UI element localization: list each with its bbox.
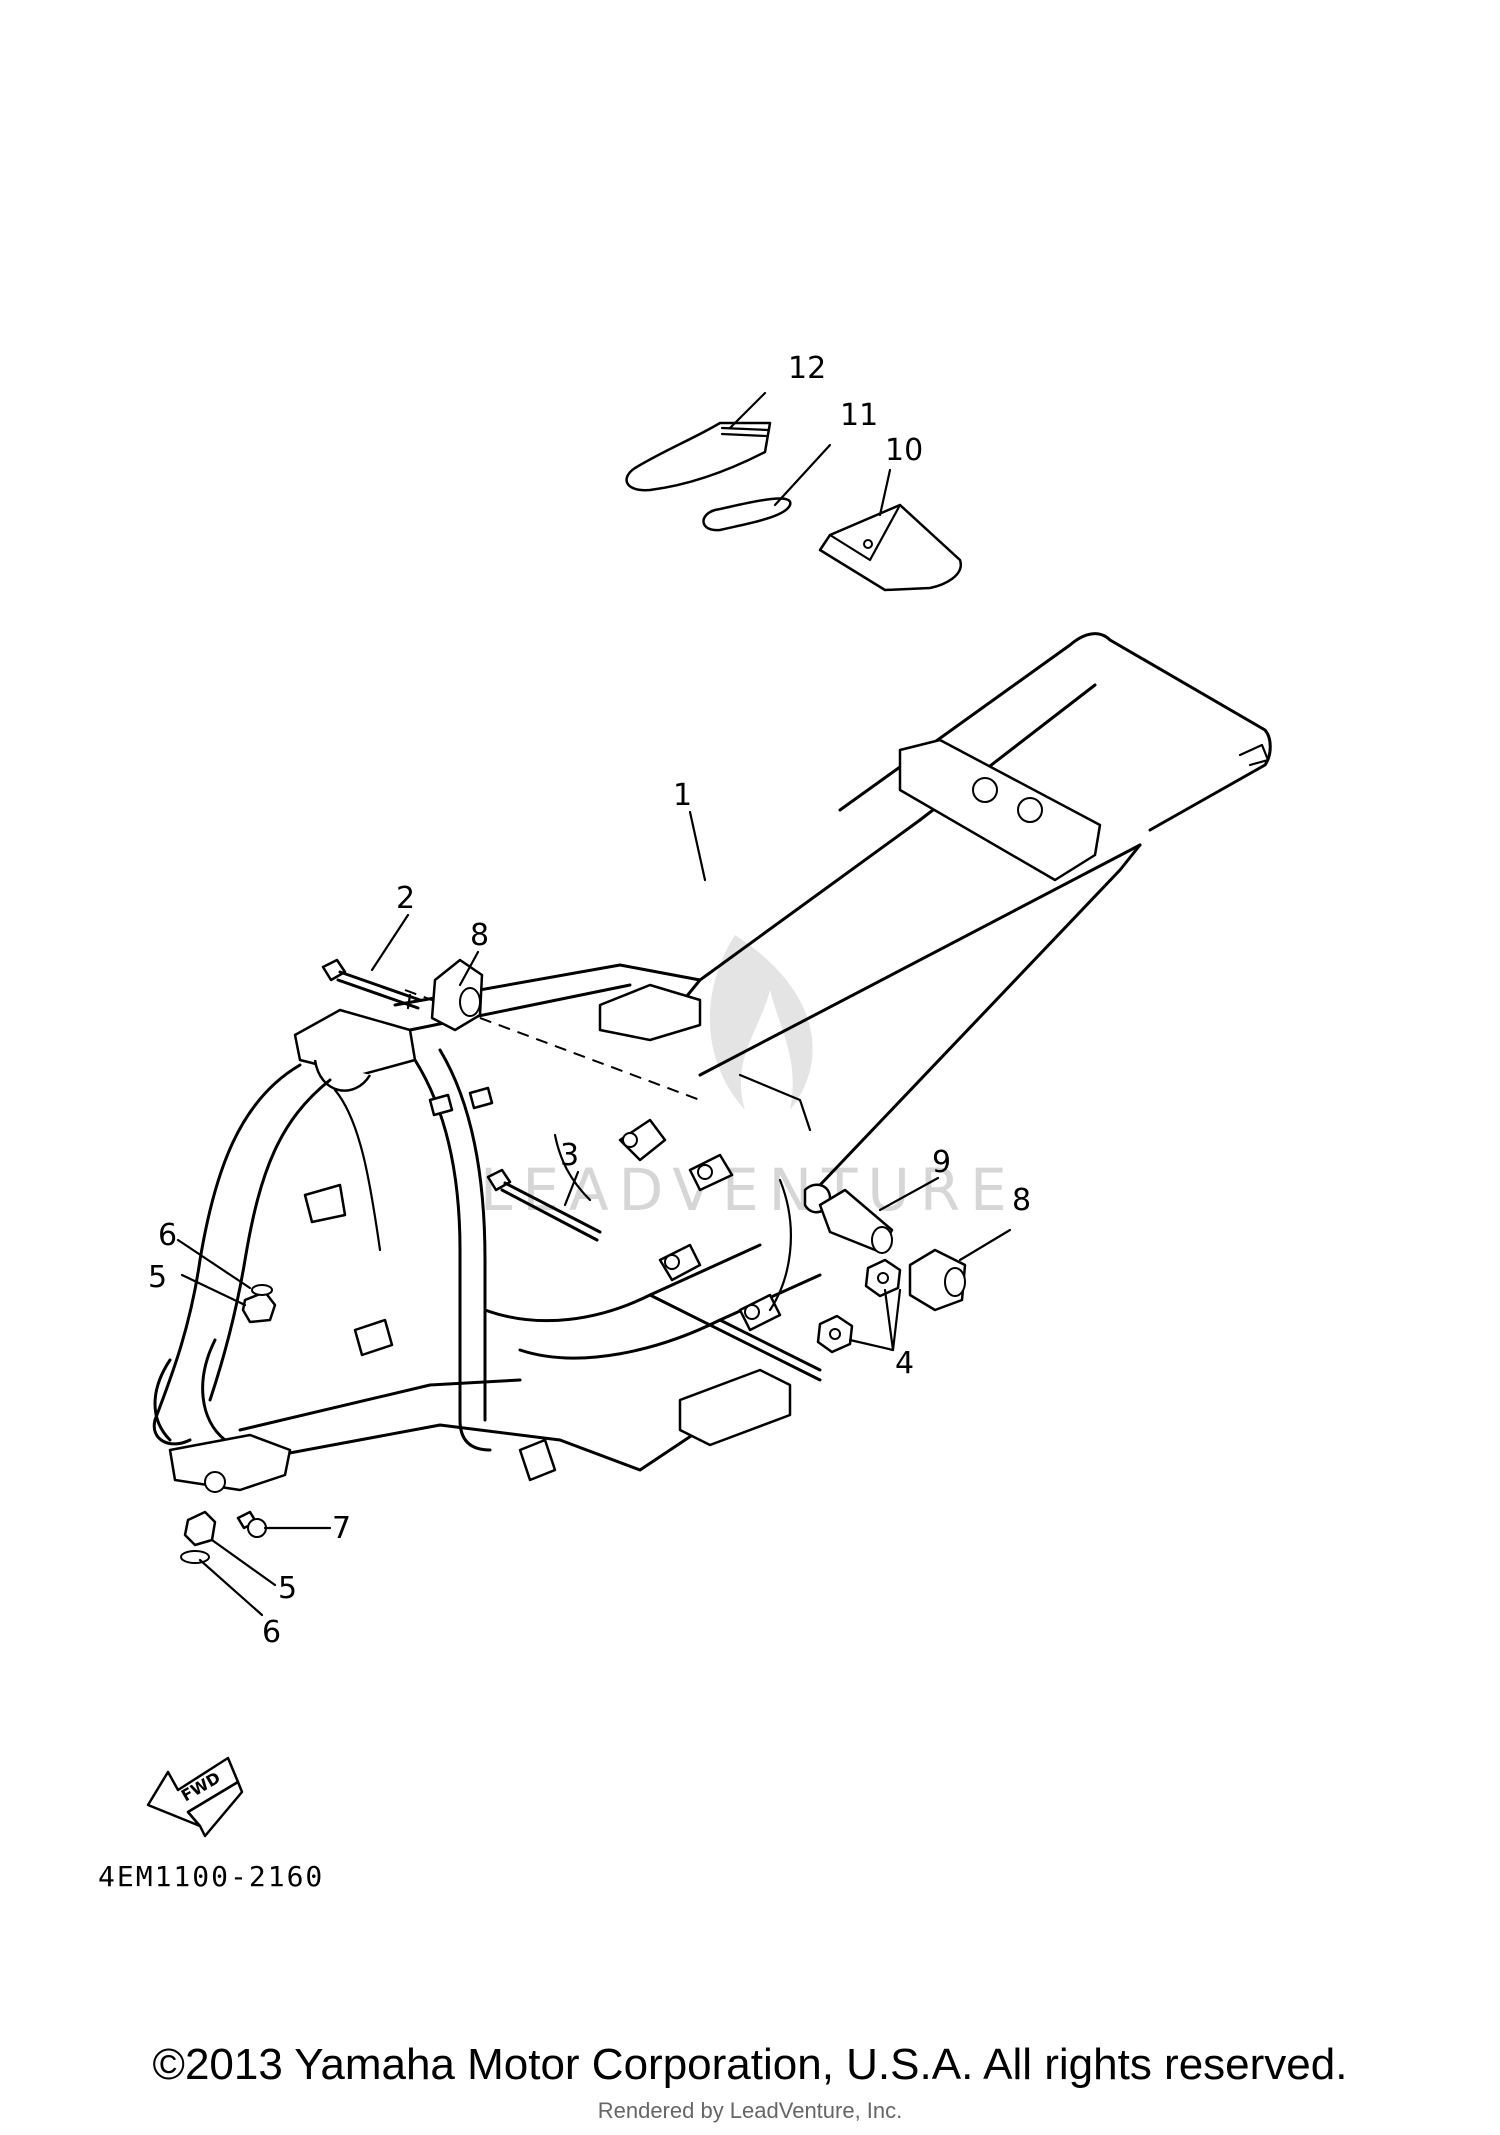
part-10-envelope: [818, 503, 962, 592]
callout-4: 4: [895, 1346, 914, 1381]
part-9-collar: [818, 1188, 894, 1254]
callout-5-lower: 5: [278, 1571, 297, 1606]
callout-6-lower: 6: [262, 1615, 281, 1650]
forward-direction-arrow: FWD: [146, 1756, 244, 1838]
callout-5-upper: 5: [148, 1260, 167, 1295]
part-11-strip: [702, 497, 792, 532]
part-6-washer-lower: [180, 1550, 210, 1564]
part-5-grommet-lower: [183, 1510, 217, 1547]
part-8-collar-upper: [430, 958, 484, 1032]
part-5-grommet-upper: [241, 1290, 277, 1324]
part-4-nut-upper: [864, 1258, 902, 1298]
callout-8-lower: 8: [1012, 1183, 1031, 1218]
part-1-frame: [152, 632, 1272, 1493]
callout-7: 7: [332, 1511, 351, 1546]
part-8-collar-lower: [908, 1248, 967, 1312]
part-3-bolt: [486, 1168, 602, 1242]
leader-lines: [176, 391, 1012, 1617]
copyright-text: ©2013 Yamaha Motor Corporation, U.S.A. A…: [152, 2040, 1348, 2089]
callout-3: 3: [560, 1138, 579, 1173]
callout-10: 10: [885, 433, 923, 468]
callout-9: 9: [932, 1145, 951, 1180]
part-7-bolt: [236, 1510, 267, 1538]
part-2-bolt: [321, 958, 422, 1010]
callout-2: 2: [396, 881, 415, 916]
watermark-text: LEADVENTURE: [480, 1156, 1017, 1224]
part-4-nut-lower: [816, 1314, 854, 1354]
callout-1: 1: [673, 778, 692, 813]
rendered-by-text: Rendered by LeadVenture, Inc.: [597, 2098, 903, 2123]
callout-6-upper: 6: [158, 1218, 177, 1253]
callout-11: 11: [840, 398, 878, 433]
watermark: LEADVENTURE: [480, 935, 1017, 1224]
part-6-washer-upper: [251, 1284, 273, 1296]
diagram-code: 4EM1100-2160: [98, 1860, 324, 1893]
part-12-pouch: [625, 421, 772, 492]
callout-labels: 12 11 10 1 2 8 3 9 8 4 6 5 7 5 6: [148, 351, 1031, 1650]
callout-12: 12: [788, 351, 826, 386]
callout-8-upper: 8: [470, 918, 489, 953]
